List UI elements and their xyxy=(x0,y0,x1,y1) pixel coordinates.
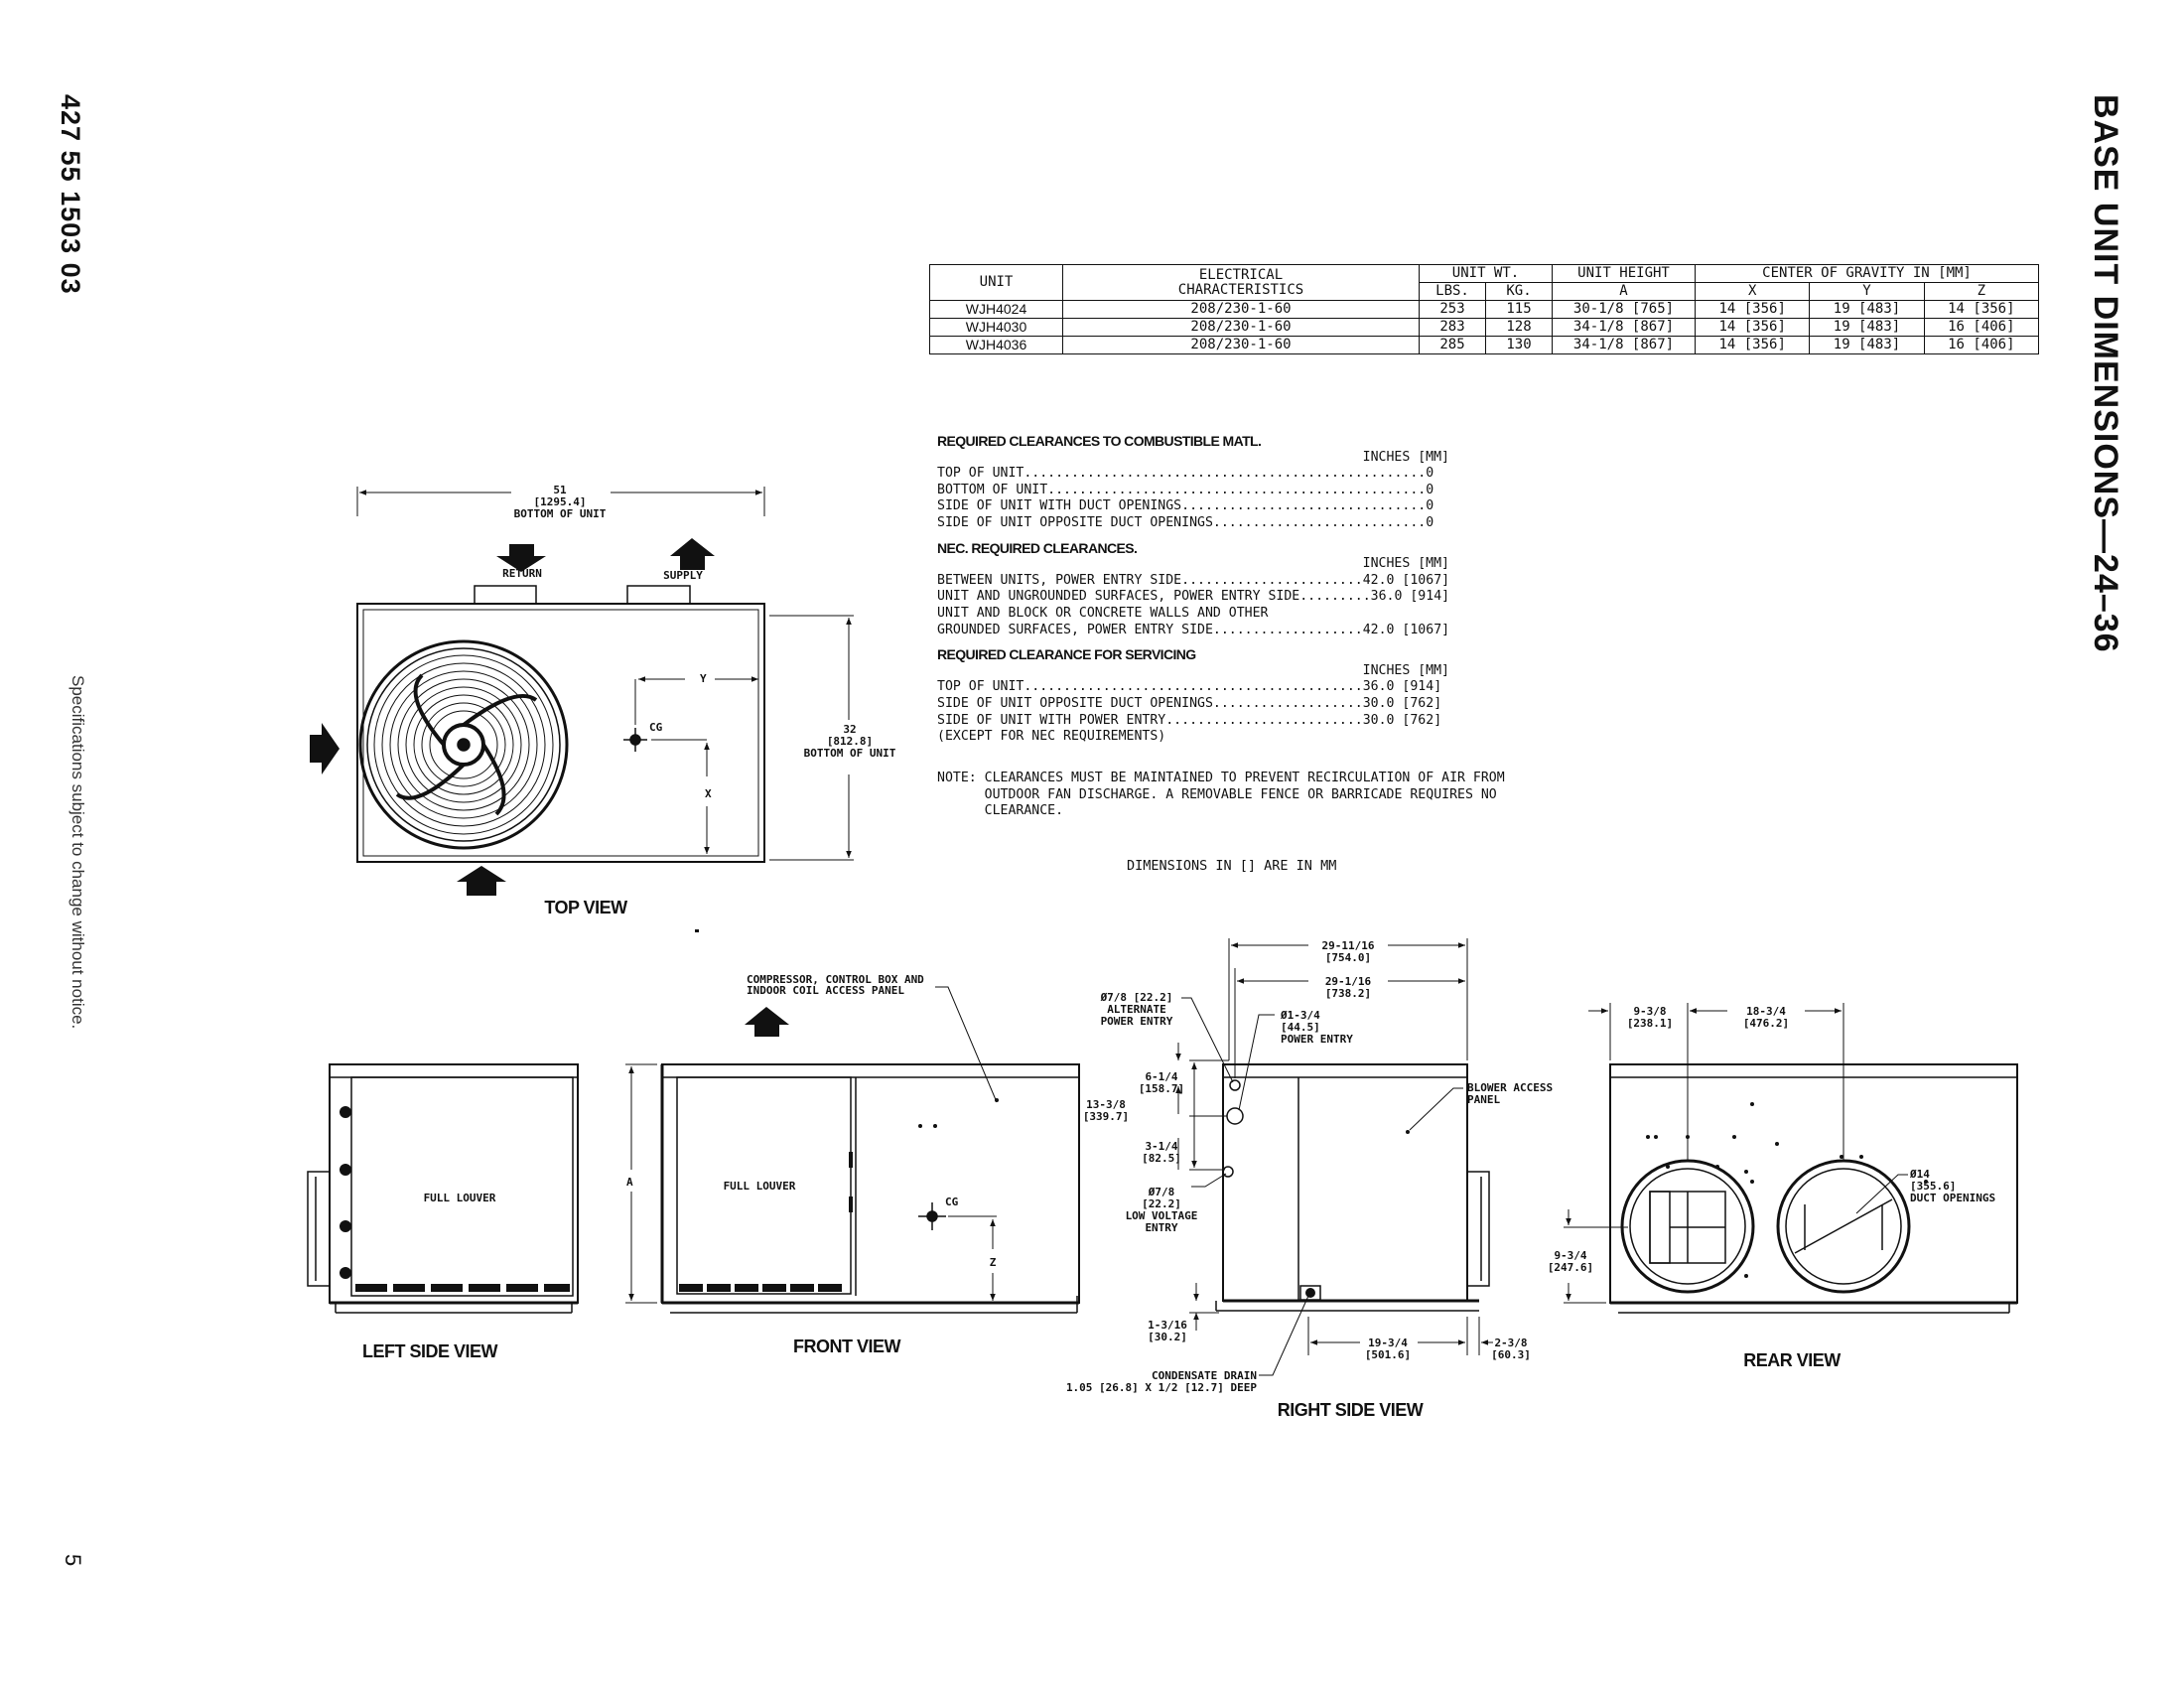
clearance-notes: REQUIRED CLEARANCES TO COMBUSTIBLE MATL.… xyxy=(937,429,1572,746)
rear-view-title: REAR VIEW xyxy=(1743,1350,1841,1370)
return-arrow-icon xyxy=(496,544,546,572)
top-view xyxy=(356,487,854,863)
dim-13-3-8: 13-3/8 xyxy=(1086,1098,1126,1111)
top-view-title: TOP VIEW xyxy=(544,898,627,917)
condensate-drain-label: CONDENSATE DRAIN xyxy=(1152,1369,1257,1382)
svg-text:POWER ENTRY: POWER ENTRY xyxy=(1101,1015,1173,1028)
col-unit-height: UNIT HEIGHT xyxy=(1552,264,1696,283)
dim-6-1-4: 6-1/4 xyxy=(1145,1070,1177,1083)
dim-2-3-8: 2-3/8 xyxy=(1494,1336,1527,1349)
left-louver-label: FULL LOUVER xyxy=(424,1192,496,1204)
svg-text:BOTTOM OF UNIT: BOTTOM OF UNIT xyxy=(804,747,896,760)
svg-text:[238.1]: [238.1] xyxy=(1627,1017,1673,1030)
svg-text:INDOOR COIL ACCESS PANEL: INDOOR COIL ACCESS PANEL xyxy=(747,984,904,997)
dim-1-3-16: 1-3/16 xyxy=(1148,1319,1187,1332)
svg-text:[476.2]: [476.2] xyxy=(1743,1017,1789,1030)
svg-text:[754.0]: [754.0] xyxy=(1325,951,1371,964)
airflow-arrow-icon xyxy=(457,866,506,896)
svg-text:[44.5]: [44.5] xyxy=(1281,1021,1320,1034)
depth-dimension: 32 xyxy=(843,723,856,736)
svg-text:DUCT OPENINGS: DUCT OPENINGS xyxy=(1910,1192,1995,1204)
condenser-fan-icon xyxy=(358,639,569,850)
dim-9-3-4: 9-3/4 xyxy=(1554,1249,1586,1262)
access-panel-note: COMPRESSOR, CONTROL BOX AND xyxy=(747,973,924,986)
blower-access-label: BLOWER ACCESS xyxy=(1467,1081,1553,1094)
dim-19-3-4: 19-3/4 xyxy=(1368,1336,1408,1349)
duct-openings-label: Ø14 xyxy=(1909,1168,1930,1181)
svg-text:[158.7]: [158.7] xyxy=(1139,1082,1184,1095)
cg-marker-icon xyxy=(623,728,647,752)
svg-text:ALTERNATE: ALTERNATE xyxy=(1107,1003,1166,1016)
width-dimension: 51 xyxy=(553,484,567,496)
dim-29-11-16: 29-11/16 xyxy=(1322,939,1375,952)
return-label: RETURN xyxy=(502,567,542,580)
svg-text:LOW VOLTAGE: LOW VOLTAGE xyxy=(1126,1209,1198,1222)
y-label: Y xyxy=(700,672,707,685)
return-duct-opening xyxy=(1620,1159,1755,1294)
svg-text:[355.6]: [355.6] xyxy=(1910,1180,1956,1193)
svg-text:[738.2]: [738.2] xyxy=(1325,987,1371,1000)
right-side-view xyxy=(1175,938,1493,1376)
svg-text:[501.6]: [501.6] xyxy=(1365,1348,1411,1361)
cg-marker-icon xyxy=(918,1202,946,1230)
svg-text:[247.6]: [247.6] xyxy=(1548,1261,1593,1274)
front-cg-label: CG xyxy=(945,1196,959,1208)
col-lbs: LBS. xyxy=(1419,282,1486,301)
rear-view xyxy=(1564,1003,2018,1314)
combustible-heading: REQUIRED CLEARANCES TO COMBUSTIBLE MATL. xyxy=(937,433,1262,449)
svg-text:[60.3]: [60.3] xyxy=(1491,1348,1531,1361)
z-label: Z xyxy=(990,1256,997,1269)
nec-heading: NEC. REQUIRED CLEARANCES. xyxy=(937,539,1138,556)
col-center-gravity: CENTER OF GRAVITY IN [MM] xyxy=(1695,264,2039,283)
supply-arrow-icon xyxy=(670,538,715,570)
left-side-view-title: LEFT SIDE VIEW xyxy=(362,1341,498,1361)
svg-text:BOTTOM OF UNIT: BOTTOM OF UNIT xyxy=(514,507,607,520)
dim-18-3-4: 18-3/4 xyxy=(1746,1005,1786,1018)
right-side-view-title: RIGHT SIDE VIEW xyxy=(1278,1400,1424,1420)
svg-text:[339.7]: [339.7] xyxy=(1083,1110,1129,1123)
svg-text:[82.5]: [82.5] xyxy=(1142,1152,1181,1165)
a-label: A xyxy=(626,1176,633,1189)
x-label: X xyxy=(705,787,712,800)
dim-29-1-16: 29-1/16 xyxy=(1325,975,1372,988)
dimensions-note: DIMENSIONS IN [] ARE IN MM xyxy=(1127,858,1337,874)
svg-text:[812.8]: [812.8] xyxy=(827,735,873,748)
supply-duct-opening xyxy=(1776,1159,1911,1294)
front-louver-label: FULL LOUVER xyxy=(724,1180,796,1193)
svg-text:PANEL: PANEL xyxy=(1467,1093,1500,1106)
alt-power-entry-label: Ø7/8 [22.2] xyxy=(1100,991,1173,1004)
supply-label: SUPPLY xyxy=(663,569,703,582)
left-side-view xyxy=(307,1063,579,1314)
svg-text:[22.2]: [22.2] xyxy=(1142,1197,1181,1210)
col-unit: UNIT xyxy=(929,264,1063,301)
svg-text:1.05 [26.8] X 1/2 [12.7] DEEP: 1.05 [26.8] X 1/2 [12.7] DEEP xyxy=(1066,1381,1257,1394)
low-voltage-entry-label: Ø7/8 xyxy=(1148,1186,1175,1198)
dim-9-3-8: 9-3/8 xyxy=(1633,1005,1666,1018)
col-unit-wt: UNIT WT. xyxy=(1419,264,1553,283)
dim-3-1-4: 3-1/4 xyxy=(1145,1140,1177,1153)
svg-text:[30.2]: [30.2] xyxy=(1148,1331,1187,1343)
airflow-arrow-icon xyxy=(310,723,340,774)
front-view xyxy=(625,986,1080,1314)
cg-label: CG xyxy=(649,721,663,734)
svg-text:POWER ENTRY: POWER ENTRY xyxy=(1281,1033,1353,1046)
front-view-title: FRONT VIEW xyxy=(793,1336,901,1356)
power-entry-label: Ø1-3/4 xyxy=(1280,1009,1320,1022)
servicing-heading: REQUIRED CLEARANCE FOR SERVICING xyxy=(937,646,1196,663)
svg-text:ENTRY: ENTRY xyxy=(1145,1221,1177,1234)
svg-text:[1295.4]: [1295.4] xyxy=(534,495,587,508)
clearance-note: NOTE: CLEARANCES MUST BE MAINTAINED TO P… xyxy=(937,771,1505,818)
